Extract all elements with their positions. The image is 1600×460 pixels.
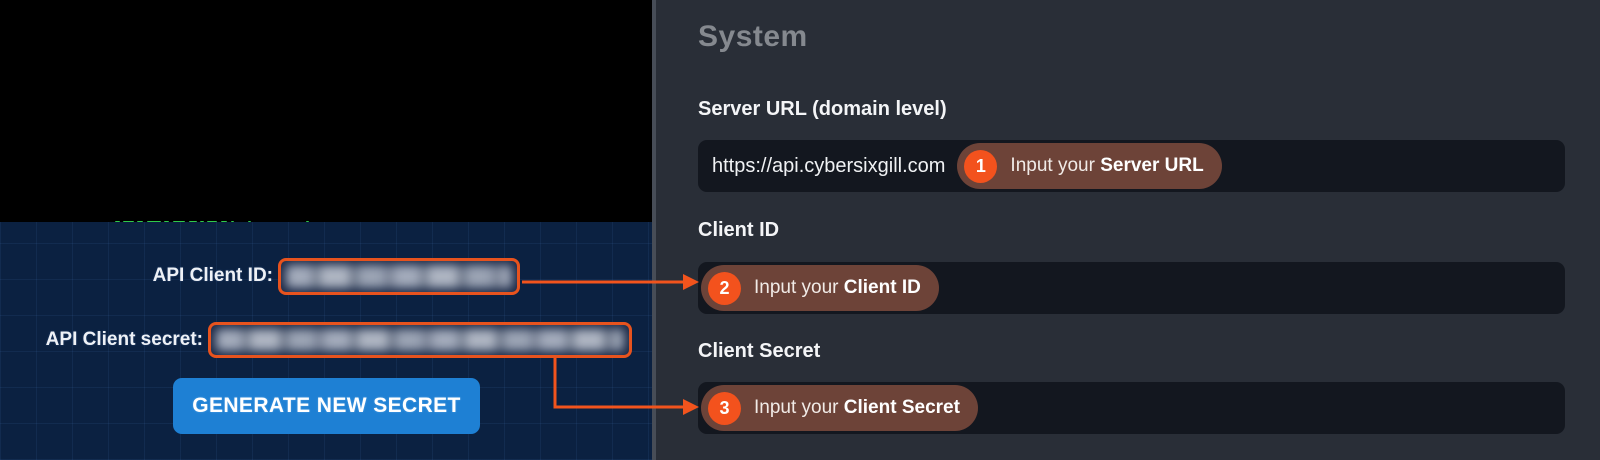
step-1-badge: 1 [964, 149, 998, 183]
panel-divider [652, 0, 656, 460]
api-client-id-label: API Client ID: [152, 265, 273, 286]
redacted-client-secret-value [216, 329, 624, 351]
step-1-annotation-pill: 1 Input your Server URL [957, 143, 1222, 189]
api-client-id-highlight-box [278, 258, 520, 295]
server-url-input[interactable]: https://api.cybersixgill.com 1 Input you… [698, 140, 1565, 192]
server-url-value: https://api.cybersixgill.com [712, 154, 946, 177]
step-2-badge: 2 [708, 271, 741, 305]
system-settings-panel: System Server URL (domain level) https:/… [652, 0, 1600, 460]
step-2-annotation-pill: 2 Input your Client ID [701, 265, 939, 311]
redacted-client-id-value [286, 265, 512, 288]
step-2-hint: Input your Client ID [754, 277, 921, 298]
black-background-area [0, 0, 652, 222]
client-secret-input[interactable]: 3 Input your Client Secret [698, 382, 1565, 434]
generate-new-secret-button[interactable]: GENERATE NEW SECRET [173, 378, 480, 434]
portal-screenshot-region: API Client ID: API Client secret: GENERA… [0, 0, 652, 460]
step-3-badge: 3 [708, 391, 741, 425]
server-url-label: Server URL (domain level) [698, 98, 947, 120]
step-3-annotation-pill: 3 Input your Client Secret [701, 385, 978, 431]
api-client-secret-label: API Client secret: [45, 329, 203, 350]
client-id-input[interactable]: 2 Input your Client ID [698, 262, 1565, 314]
client-secret-label: Client Secret [698, 340, 821, 362]
client-id-label: Client ID [698, 219, 780, 241]
system-heading: System [698, 20, 808, 53]
step-1-hint: Input your Server URL [1010, 155, 1204, 176]
api-client-secret-highlight-box [208, 322, 632, 358]
step-3-hint: Input your Client Secret [754, 397, 960, 418]
